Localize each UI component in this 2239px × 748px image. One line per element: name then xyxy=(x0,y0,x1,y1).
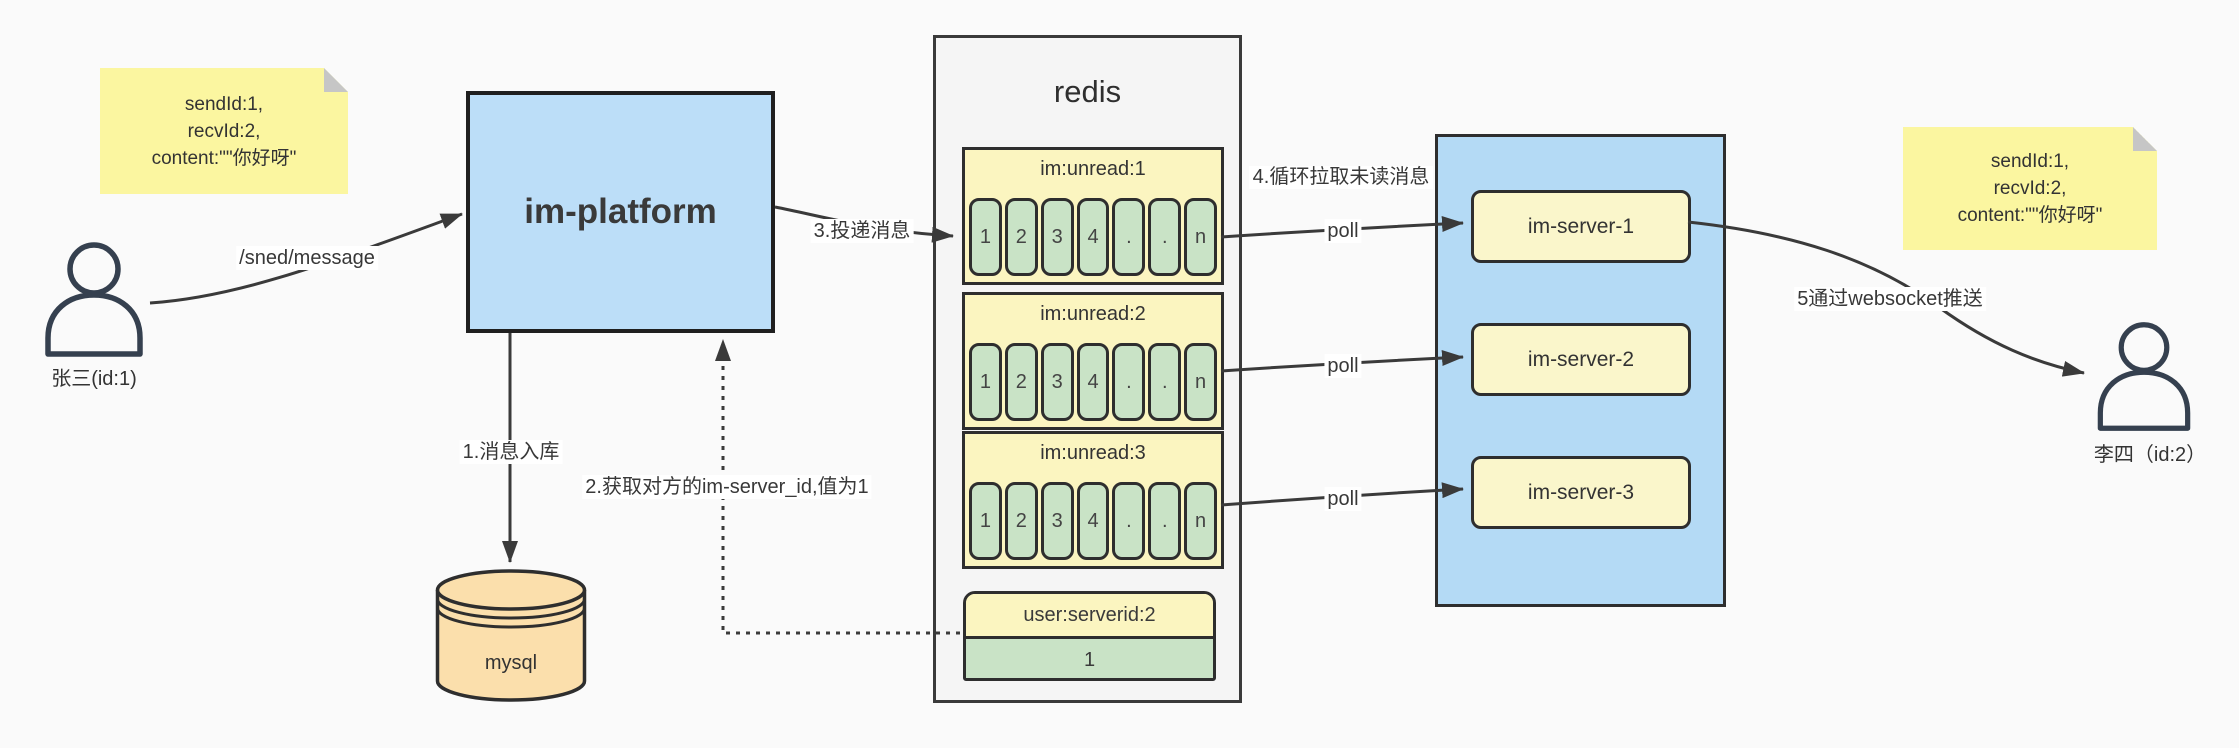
sender-person-icon xyxy=(45,242,143,357)
poll-label-1: poll xyxy=(1324,219,1362,243)
queue-cells: 1 2 3 4 . . n xyxy=(969,482,1218,560)
queue-cell: 3 xyxy=(1040,198,1074,276)
note-line: recvId:2, xyxy=(1993,178,2067,199)
sticky-note-left: sendId:1, recvId:2, content:""你好呀" xyxy=(100,68,348,194)
receiver-person-icon xyxy=(2097,322,2191,431)
queue-cell: . xyxy=(1112,482,1146,560)
kv-value: 1 xyxy=(966,639,1213,678)
queue-cell: . xyxy=(1148,482,1182,560)
queue-title: im:unread:3 xyxy=(1040,442,1146,464)
unread-queue-2: im:unread:2 1 2 3 4 . . n xyxy=(962,292,1224,430)
note-line: recvId:2, xyxy=(187,120,261,142)
queue-cell: n xyxy=(1184,482,1218,560)
step4-label: 4.循环拉取未读消息 xyxy=(1249,166,1433,189)
queue-cell: 2 xyxy=(1004,343,1038,421)
step1-label: 1.消息入库 xyxy=(459,440,563,464)
im-platform-box: im-platform xyxy=(466,91,775,333)
sender-label: 张三(id:1) xyxy=(51,368,137,390)
queue-cell: 4 xyxy=(1076,343,1110,421)
redis-panel: redis im:unread:1 1 2 3 4 . . n im:unrea… xyxy=(933,35,1242,703)
note-fold-icon xyxy=(324,68,348,92)
note-line: sendId:1, xyxy=(184,93,264,115)
sticky-note-right: sendId:1, recvId:2, content:""你好呀" xyxy=(1903,127,2157,250)
im-platform-label: im-platform xyxy=(524,192,717,231)
poll-label-2: poll xyxy=(1324,354,1362,378)
unread-queue-3: im:unread:3 1 2 3 4 . . n xyxy=(962,431,1224,569)
im-server-label: im-server-2 xyxy=(1527,347,1635,371)
queue-cell: 1 xyxy=(969,482,1002,560)
queue-cell: . xyxy=(1148,343,1182,421)
im-server-label: im-server-1 xyxy=(1527,214,1635,238)
send-message-label: /sned/message xyxy=(236,246,378,270)
queue-cell: 1 xyxy=(969,198,1002,276)
queue-cell: . xyxy=(1148,198,1182,276)
unread-queue-1: im:unread:1 1 2 3 4 . . n xyxy=(962,147,1224,285)
mysql-label: mysql xyxy=(484,652,538,674)
receiver-label: 李四（id:2） xyxy=(2093,444,2207,466)
queue-cell: 4 xyxy=(1076,198,1110,276)
server-cluster-box: im-server-1 im-server-2 im-server-3 xyxy=(1435,134,1726,607)
note-line: content:""你好呀" xyxy=(1957,205,2103,226)
queue-cell: . xyxy=(1112,198,1146,276)
queue-cells: 1 2 3 4 . . n xyxy=(969,343,1218,421)
queue-cell: 2 xyxy=(1004,482,1038,560)
queue-cell: 2 xyxy=(1004,198,1038,276)
redis-title: redis xyxy=(1053,74,1122,109)
step2-label: 2.获取对方的im-server_id,值为1 xyxy=(582,475,872,499)
mysql-cylinder-icon xyxy=(435,569,587,702)
queue-title: im:unread:2 xyxy=(1040,303,1146,325)
queue-cell: 1 xyxy=(969,343,1002,421)
queue-cells: 1 2 3 4 . . n xyxy=(969,198,1218,276)
note-line: sendId:1, xyxy=(1990,151,2070,172)
queue-cell: . xyxy=(1112,343,1146,421)
im-server-2-box: im-server-2 xyxy=(1471,323,1691,396)
queue-cell: 3 xyxy=(1040,343,1074,421)
queue-cell: 4 xyxy=(1076,482,1110,560)
im-server-1-box: im-server-1 xyxy=(1471,190,1691,263)
im-server-3-box: im-server-3 xyxy=(1471,456,1691,529)
queue-cell: 3 xyxy=(1040,482,1074,560)
kv-key: user:serverid:2 xyxy=(966,594,1213,639)
note-fold-icon xyxy=(2133,127,2157,151)
kv-box: user:serverid:2 1 xyxy=(963,591,1216,681)
poll-label-3: poll xyxy=(1324,487,1362,511)
queue-cell: n xyxy=(1184,198,1218,276)
queue-title: im:unread:1 xyxy=(1040,158,1146,180)
step3-label: 3.投递消息 xyxy=(810,219,914,243)
note-line: content:""你好呀" xyxy=(151,147,297,169)
im-server-label: im-server-3 xyxy=(1527,480,1635,504)
queue-cell: n xyxy=(1184,343,1218,421)
step5-label: 5通过websocket推送 xyxy=(1794,287,1986,311)
